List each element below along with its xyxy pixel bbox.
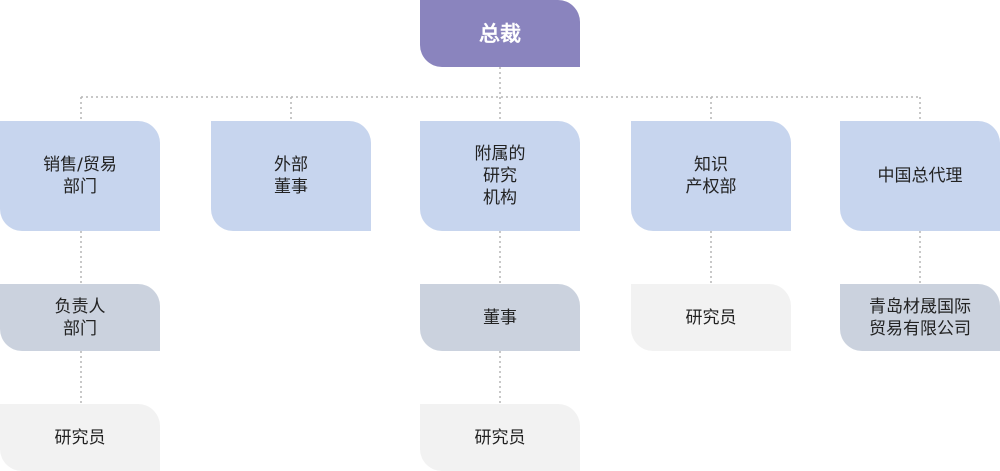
node-affiliated-research-institute: 附属的 研究 机构 bbox=[420, 121, 580, 231]
node-institute-researcher: 研究员 bbox=[420, 404, 580, 471]
node-external-directors: 外部 董事 bbox=[211, 121, 371, 231]
node-ip-researcher: 研究员 bbox=[631, 284, 791, 351]
node-institute-director: 董事 bbox=[420, 284, 580, 351]
node-qingdao-trading-company: 青岛材晟国际 贸易有限公司 bbox=[840, 284, 1000, 351]
node-sales-researcher: 研究员 bbox=[0, 404, 160, 471]
node-president: 总裁 bbox=[420, 0, 580, 67]
node-ip-department: 知识 产权部 bbox=[631, 121, 791, 231]
node-sales-trade-dept: 销售/贸易 部门 bbox=[0, 121, 160, 231]
node-sales-manager: 负责人 部门 bbox=[0, 284, 160, 351]
node-china-general-agent: 中国总代理 bbox=[840, 121, 1000, 231]
